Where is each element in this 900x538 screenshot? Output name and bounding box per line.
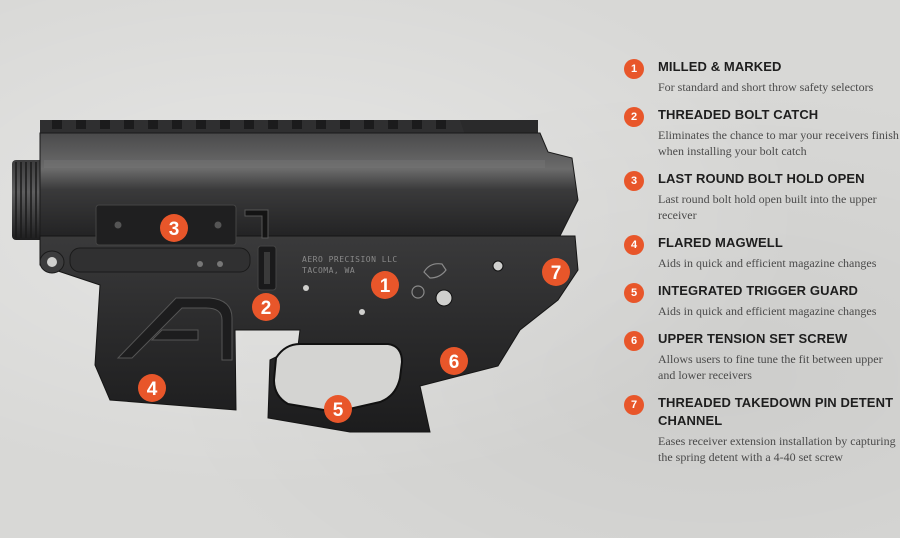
trigger-pin-hole	[359, 309, 365, 315]
marker-4: 4	[138, 374, 166, 402]
marker-7-label: 7	[551, 263, 562, 284]
feature-title: LAST ROUND BOLT HOLD OPEN	[658, 171, 865, 186]
feature-description: For standard and short throw safety sele…	[658, 80, 874, 94]
aero-logo	[116, 297, 233, 361]
lower-receiver	[39, 235, 579, 433]
feature-item-5: 5 INTEGRATED TRIGGER GUARD Aids in quick…	[624, 282, 900, 319]
feature-description: Last round bolt hold open built into the…	[658, 192, 877, 222]
hammer-pin-hole	[303, 285, 309, 291]
feature-description: Eases receiver extension installation by…	[658, 434, 896, 464]
feature-list: 1 MILLED & MARKED For standard and short…	[624, 58, 900, 476]
feature-number-badge: 1	[624, 59, 644, 79]
engraving-line2: TACOMA, WA	[302, 266, 355, 275]
feature-description: Aids in quick and efficient magazine cha…	[658, 256, 877, 270]
marker-1-label: 1	[380, 276, 391, 297]
marker-3: 3	[160, 214, 188, 242]
feature-number-badge: 3	[624, 171, 644, 191]
feature-title: INTEGRATED TRIGGER GUARD	[658, 283, 859, 298]
feature-item-2: 2 THREADED BOLT CATCH Eliminates the cha…	[624, 106, 900, 159]
feature-title: MILLED & MARKED	[658, 59, 782, 74]
feature-number-badge: 2	[624, 107, 644, 127]
marker-5: 5	[324, 395, 352, 423]
feature-item-4: 4 FLARED MAGWELL Aids in quick and effic…	[624, 234, 900, 271]
marker-5-label: 5	[333, 400, 344, 421]
receiver-diagram: AERO PRECISION LLC TACOMA, WA 1 2 3 4 5 …	[12, 120, 579, 433]
feature-number-badge: 6	[624, 331, 644, 351]
marker-3-label: 3	[169, 219, 180, 240]
receiver-extension-threads	[12, 160, 46, 240]
marker-2-label: 2	[261, 298, 272, 319]
trigger-guard-opening	[272, 343, 404, 414]
feature-title: THREADED BOLT CATCH	[658, 107, 819, 122]
feature-title: THREADED TAKEDOWN PIN DETENT CHANNEL	[658, 395, 894, 428]
takedown-pin-lug	[39, 250, 65, 274]
marker-6: 6	[440, 347, 468, 375]
feature-item-7: 7 THREADED TAKEDOWN PIN DETENT CHANNEL E…	[624, 394, 900, 465]
feature-description: Aids in quick and efficient magazine cha…	[658, 304, 877, 318]
engraving-line1: AERO PRECISION LLC	[302, 255, 398, 264]
marker-6-label: 6	[449, 352, 460, 373]
feature-number-badge: 4	[624, 235, 644, 255]
feature-item-1: 1 MILLED & MARKED For standard and short…	[624, 58, 900, 95]
marker-1: 1	[371, 271, 399, 299]
feature-description: Allows users to fine tune the fit betwee…	[658, 352, 883, 382]
safety-markings	[411, 263, 447, 299]
takedown-pin-hole	[492, 260, 504, 272]
feature-number-badge: 5	[624, 283, 644, 303]
feature-description: Eliminates the chance to mar your receiv…	[658, 128, 899, 158]
feature-title: UPPER TENSION SET SCREW	[658, 331, 848, 346]
selector-hole	[435, 289, 453, 307]
marker-4-label: 4	[147, 379, 158, 400]
feature-item-3: 3 LAST ROUND BOLT HOLD OPEN Last round b…	[624, 170, 900, 223]
marker-2: 2	[252, 293, 280, 321]
feature-title: FLARED MAGWELL	[658, 235, 783, 250]
bolt-catch-rail	[69, 247, 251, 273]
feature-number-badge: 7	[624, 395, 644, 415]
feature-item-6: 6 UPPER TENSION SET SCREW Allows users t…	[624, 330, 900, 383]
marker-7: 7	[542, 258, 570, 286]
